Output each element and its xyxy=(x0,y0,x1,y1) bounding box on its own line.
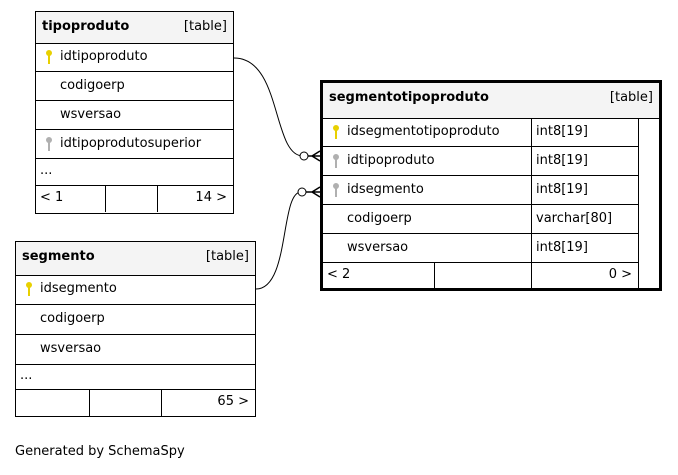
column-type: int8[19] xyxy=(531,118,638,146)
column-name: wsversao xyxy=(347,240,409,255)
ellipsis-row: ... xyxy=(16,365,255,390)
table-header: segmentotipoproduto [table] xyxy=(323,83,659,119)
column-name: wsversao xyxy=(60,107,122,122)
connector-segmento-zero-marker xyxy=(297,187,307,197)
table-kind: [table] xyxy=(183,19,227,34)
column-row[interactable]: idsegmento int8[19] xyxy=(323,176,638,205)
table-header: tipoproduto [table] xyxy=(36,12,233,44)
foreign-key-icon xyxy=(44,136,54,156)
column-name: idtipoproduto xyxy=(347,153,435,168)
primary-key-icon xyxy=(331,124,341,144)
column-row[interactable]: wsversao xyxy=(16,335,255,365)
column-name: wsversao xyxy=(40,341,102,356)
column-name: codigoerp xyxy=(40,311,105,326)
table-name: segmento xyxy=(22,249,95,264)
column-type: int8[19] xyxy=(531,176,638,204)
connector-tipoproduto xyxy=(233,57,304,157)
table-header: segmento [table] xyxy=(16,242,255,276)
primary-key-icon xyxy=(24,281,34,301)
more-columns-ellipsis: ... xyxy=(40,163,53,178)
column-row[interactable]: idtipoproduto int8[19] xyxy=(323,147,638,176)
column-row[interactable]: codigoerp varchar[80] xyxy=(323,205,638,234)
ellipsis-row: ... xyxy=(36,159,233,186)
table-name: tipoproduto xyxy=(42,19,130,34)
column-name: codigoerp xyxy=(347,211,412,226)
column-type: int8[19] xyxy=(531,234,638,262)
column-name: idsegmento xyxy=(40,281,117,296)
table-side-strip xyxy=(638,118,660,288)
column-name: idsegmento xyxy=(347,182,424,197)
column-row[interactable]: idsegmento xyxy=(16,275,255,305)
children-count[interactable]: 0 > xyxy=(608,267,632,282)
column-row[interactable]: codigoerp xyxy=(36,72,233,101)
foreign-key-icon xyxy=(331,153,341,173)
table-kind: [table] xyxy=(609,90,653,105)
connector-tipoproduto-crowfoot xyxy=(308,150,321,162)
children-count[interactable]: 14 > xyxy=(195,190,227,205)
connector-segmento xyxy=(255,191,302,290)
generated-by-credit: Generated by SchemaSpy xyxy=(15,444,185,459)
column-type: int8[19] xyxy=(531,147,638,175)
column-row[interactable]: idtipoprodutosuperior xyxy=(36,130,233,159)
table-segmento[interactable]: segmento [table] idsegmento codigoerp ws… xyxy=(15,241,256,417)
table-segmentotipoproduto[interactable]: segmentotipoproduto [table] idsegmentoti… xyxy=(320,80,662,291)
table-kind: [table] xyxy=(205,249,249,264)
connector-segmento-crowfoot xyxy=(306,186,321,198)
table-tipoproduto[interactable]: tipoproduto [table] idtipoproduto codigo… xyxy=(35,11,234,214)
column-row[interactable]: codigoerp xyxy=(16,305,255,335)
column-name: idsegmentotipoproduto xyxy=(347,124,500,139)
column-row[interactable]: idsegmentotipoproduto int8[19] xyxy=(323,118,638,147)
column-type: varchar[80] xyxy=(531,205,638,233)
table-footer: < 1 14 > xyxy=(36,186,233,212)
column-name: idtipoprodutosuperior xyxy=(60,136,202,151)
primary-key-icon xyxy=(44,49,54,69)
foreign-key-icon xyxy=(331,182,341,202)
more-columns-ellipsis: ... xyxy=(20,368,33,383)
parents-count[interactable]: < 1 xyxy=(40,190,64,205)
table-name: segmentotipoproduto xyxy=(329,90,489,105)
column-row[interactable]: idtipoproduto xyxy=(36,43,233,72)
column-name: codigoerp xyxy=(60,78,125,93)
parents-count[interactable]: < 2 xyxy=(327,267,351,282)
connector-tipoproduto-zero-marker xyxy=(299,151,309,161)
column-name: idtipoproduto xyxy=(60,49,148,64)
table-footer: < 2 0 > xyxy=(323,263,638,288)
column-row[interactable]: wsversao xyxy=(36,101,233,130)
column-row[interactable]: wsversao int8[19] xyxy=(323,234,638,263)
table-footer: 65 > xyxy=(16,390,255,416)
children-count[interactable]: 65 > xyxy=(217,394,249,409)
